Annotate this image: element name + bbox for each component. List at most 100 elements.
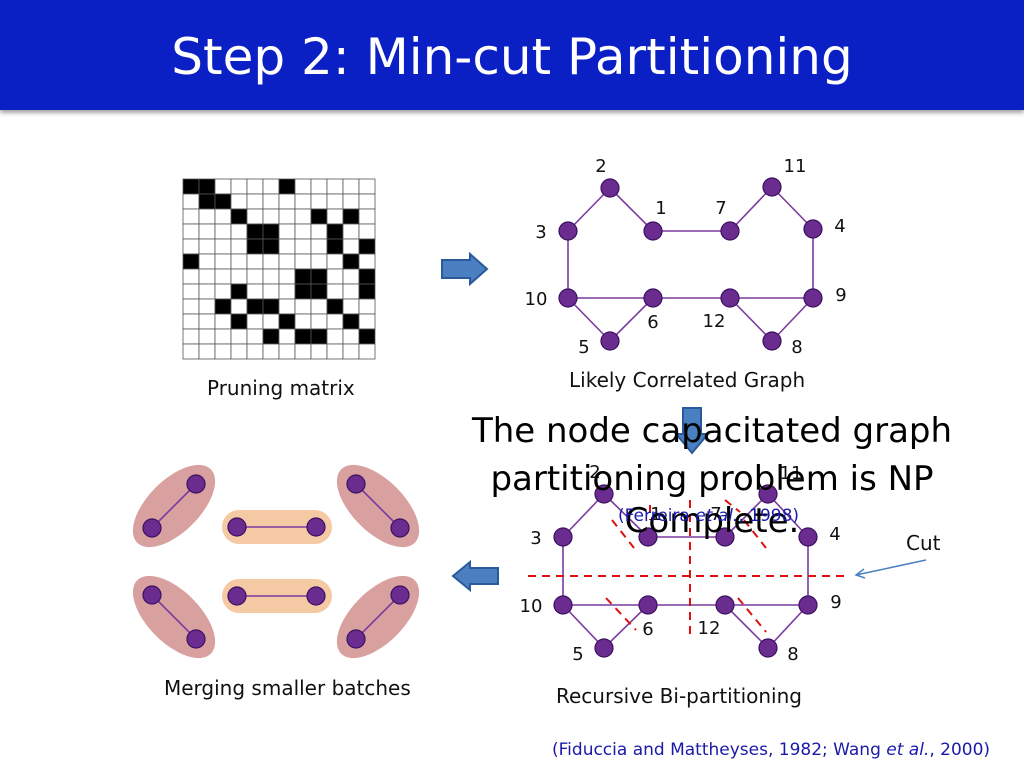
node-label: 8 [787, 644, 798, 665]
graph-node [758, 484, 778, 504]
graph-node [798, 527, 818, 547]
graph-edge [562, 604, 605, 649]
batch-edge [355, 483, 401, 529]
node-label: 4 [829, 524, 840, 545]
graph-node [720, 221, 740, 241]
bottom-citation: (Fiduccia and Mattheyses, 1982; Wang et … [552, 740, 990, 760]
graph-edge [567, 187, 611, 232]
graph-edge [729, 297, 773, 342]
graph-edge [609, 187, 654, 232]
graph-node [715, 595, 735, 615]
graph-node [720, 288, 740, 308]
graph-edge [603, 604, 649, 649]
graph-node [798, 595, 818, 615]
batch-node [227, 517, 247, 537]
node-label: 1 [655, 198, 666, 219]
slide-title: Step 2: Min-cut Partitioning [171, 28, 853, 86]
ferreira-citation-etal: et al. [695, 506, 739, 526]
node-label: 11 [780, 463, 803, 484]
graph-node [638, 595, 658, 615]
left-arrow-icon [451, 560, 499, 592]
batch-edge [151, 483, 197, 529]
node-label: 2 [589, 462, 600, 483]
batch-node [186, 474, 206, 494]
merge-caption: Merging smaller batches [164, 676, 411, 700]
batch-edge [151, 594, 197, 640]
edge-cut-mark [605, 597, 637, 631]
graph-node [643, 221, 663, 241]
graph-edge [724, 493, 769, 538]
graph-node [600, 331, 620, 351]
bottom-citation-post: , 2000) [929, 740, 991, 760]
edge-cut-mark [737, 597, 767, 633]
graph-edge [729, 186, 773, 232]
graph-caption: Likely Correlated Graph [569, 368, 806, 392]
graph-node [553, 595, 573, 615]
graph-edge [771, 186, 814, 230]
node-label: 1 [650, 504, 661, 525]
node-label: 6 [647, 312, 658, 333]
graph-node [600, 178, 620, 198]
graph-node [638, 527, 658, 547]
node-label: 8 [791, 337, 802, 358]
batch-node [390, 518, 410, 538]
node-label: 3 [530, 528, 541, 549]
batch-node [227, 586, 247, 606]
ferreira-citation-post: , 1998) [738, 506, 800, 526]
batch-edge [355, 594, 401, 640]
graph-node [553, 527, 573, 547]
graph-node [594, 484, 614, 504]
batch-node [142, 518, 162, 538]
batch-node [142, 585, 162, 605]
cut-pointer-arrow-icon [854, 559, 927, 579]
cut-label: Cut [906, 531, 941, 555]
graph-node [762, 331, 782, 351]
graph-edge [767, 604, 809, 649]
graph-node [758, 638, 778, 658]
graph-edge [609, 297, 654, 342]
node-label: 4 [834, 216, 845, 237]
np-note-line2: partitioning problem is NP Complete. [490, 459, 934, 541]
batch-node [390, 585, 410, 605]
pruning-matrix [182, 178, 376, 360]
node-label: 9 [830, 592, 841, 613]
partition-caption: Recursive Bi-partitioning [556, 684, 802, 708]
down-arrow-icon [674, 407, 710, 455]
right-arrow-icon [441, 252, 489, 286]
graph-node [803, 219, 823, 239]
bottom-citation-pre: (Fiduccia and Mattheyses, 1982; Wang [552, 740, 887, 760]
graph-node [803, 288, 823, 308]
graph-edge [724, 604, 769, 649]
node-label: 12 [703, 311, 726, 332]
bottom-citation-etal: et al. [886, 740, 930, 760]
node-label: 2 [595, 156, 606, 177]
graph-node [715, 527, 735, 547]
graph-node [558, 288, 578, 308]
node-label: 5 [572, 644, 583, 665]
batch-node [346, 474, 366, 494]
node-label: 11 [784, 156, 807, 177]
np-note-line1: The node capacitated graph [471, 411, 953, 451]
batch-node [306, 586, 326, 606]
edge-cut-mark [611, 519, 635, 549]
node-label: 10 [520, 596, 543, 617]
node-label: 5 [578, 337, 589, 358]
node-label: 7 [715, 198, 726, 219]
ferreira-citation-pre: (Ferreira [618, 506, 696, 526]
edge-cut-mark [743, 519, 767, 549]
graph-edge [767, 493, 809, 538]
graph-node [594, 638, 614, 658]
graph-edge [562, 493, 605, 538]
matrix-cell [358, 343, 376, 360]
title-bar: Step 2: Min-cut Partitioning [0, 0, 1024, 110]
batch-node [306, 517, 326, 537]
graph-edge [771, 297, 814, 342]
graph-edge [603, 493, 649, 538]
edge-cut-mark [724, 499, 741, 513]
graph-node [762, 177, 782, 197]
node-label: 12 [698, 618, 721, 639]
node-label: 10 [525, 289, 548, 310]
node-label: 9 [835, 285, 846, 306]
